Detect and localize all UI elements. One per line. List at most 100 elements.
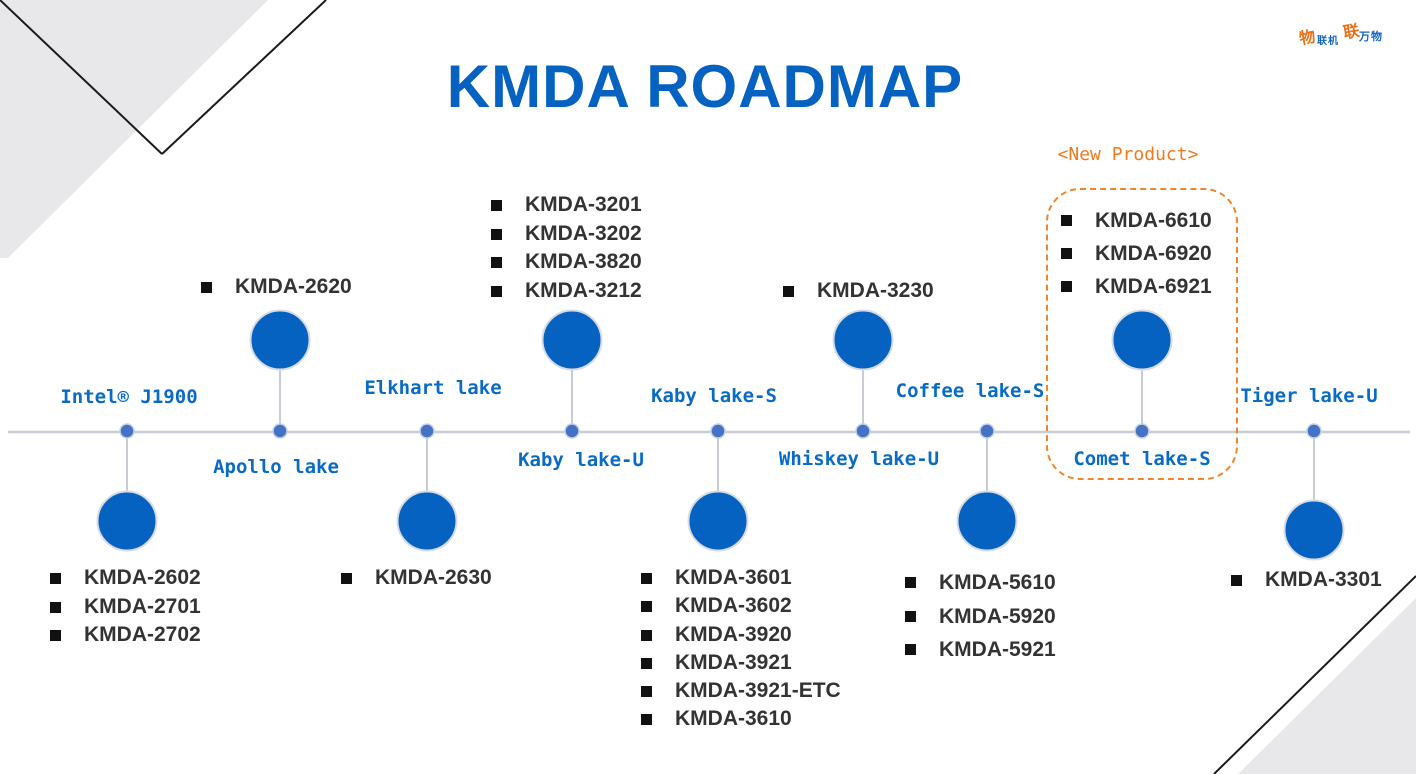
logo-char: 联 [1341,20,1361,43]
axis-dot [710,423,726,439]
platform-label-apollo-lake: Apollo lake [213,456,339,478]
corner-line-left [0,0,163,155]
product-item: KMDA-6921 [1061,270,1212,303]
product-item: KMDA-5920 [905,600,1056,634]
milestone-circle [1111,309,1173,371]
axis-dot [855,423,871,439]
product-name: KMDA-5920 [939,604,1056,628]
new-product-highlight-box [1046,188,1238,480]
product-item: KMDA-6610 [1061,204,1212,237]
product-item: KMDA-3201 [491,191,642,220]
product-list-tiger-lake-u: KMDA-3301 [1231,566,1382,595]
product-name: KMDA-3602 [675,594,792,618]
product-item: KMDA-2701 [50,593,201,622]
product-item: KMDA-5610 [905,566,1056,600]
product-item: KMDA-2602 [50,564,201,593]
product-item: KMDA-5921 [905,633,1056,667]
product-name: KMDA-3921-ETC [675,679,841,703]
product-name: KMDA-3230 [817,279,934,302]
product-item: KMDA-3202 [491,220,642,249]
platform-label-kaby-lake-s: Kaby lake-S [651,385,777,407]
axis-dot [979,423,995,439]
logo-char: 机 [1328,36,1338,47]
product-list-elkhart-lake: KMDA-2630 [341,564,492,593]
product-name: KMDA-3610 [675,707,792,731]
logo-char: 联 [1317,36,1327,47]
milestone-nodes [96,309,1345,561]
product-list-kaby-lake-s: KMDA-3601 KMDA-3602 KMDA-3920 KMDA-3921 … [641,564,841,734]
new-product-label: <New Product> [1057,144,1199,165]
corner-line-bottom [1213,575,1416,774]
platform-label-tiger-lake-u: Tiger lake-U [1240,385,1378,407]
product-name: KMDA-2701 [84,594,201,618]
product-item: KMDA-3610 [641,705,841,733]
product-name: KMDA-2702 [84,623,201,646]
platform-label-coffee-lake-s: Coffee lake-S [895,380,1045,402]
product-name: KMDA-3601 [675,566,792,589]
product-name: KMDA-6921 [1095,275,1212,298]
product-item: KMDA-3212 [491,277,642,306]
product-name: KMDA-6610 [1095,209,1212,232]
corner-line-right [161,0,327,155]
milestone-circle [541,309,603,371]
product-item: KMDA-6920 [1061,237,1212,270]
product-item: KMDA-3921 [641,649,841,677]
product-item: KMDA-3920 [641,621,841,649]
product-item: KMDA-3601 [641,564,841,592]
axis-dot [419,423,435,439]
product-name: KMDA-3201 [525,193,642,216]
brand-logo: 物 联 机 联 万 物 [1297,18,1392,50]
product-item: KMDA-3921-ETC [641,677,841,705]
product-name: KMDA-2620 [235,275,352,298]
logo-char: 物 [1371,30,1382,43]
platform-label-kaby-lake-u: Kaby lake-U [518,449,644,471]
product-list-whiskey-lake-u: KMDA-3230 [783,277,934,306]
milestone-circle [1283,499,1345,561]
product-list-j1900: KMDA-2602 KMDA-2701 KMDA-2702 [50,564,201,650]
axis-dot [564,423,580,439]
product-name: KMDA-2602 [84,566,201,589]
platform-label-j1900: Intel® J1900 [60,386,198,408]
product-item: KMDA-2620 [201,273,352,302]
axis-dot [1134,423,1150,439]
page-title: KMDA ROADMAP [446,53,964,120]
product-item: KMDA-3820 [491,248,642,277]
product-item: KMDA-3301 [1231,566,1382,595]
product-list-coffee-lake-s: KMDA-5610 KMDA-5920 KMDA-5921 [905,566,1056,667]
product-name: KMDA-3820 [525,250,642,273]
product-name: KMDA-3301 [1265,568,1382,591]
axis-dot [272,423,288,439]
logo-char: 万 [1359,30,1370,43]
milestone-circle [96,490,158,552]
axis-dot [1306,423,1322,439]
milestone-circle [396,490,458,552]
product-name: KMDA-2630 [375,566,492,589]
platform-label-elkhart-lake: Elkhart lake [364,377,502,399]
corner-shade-bottom-right [1238,598,1416,774]
milestone-circle [956,490,1018,552]
product-list-kaby-lake-u: KMDA-3201 KMDA-3202 KMDA-3820 KMDA-3212 [491,191,642,305]
product-name: KMDA-5921 [939,638,1056,661]
product-list-comet-lake-s: KMDA-6610 KMDA-6920 KMDA-6921 [1061,204,1212,303]
platform-label-whiskey-lake-u: Whiskey lake-U [778,448,940,470]
product-name: KMDA-5610 [939,571,1056,594]
product-name: KMDA-3212 [525,278,642,302]
platform-label-comet-lake-s: Comet lake-S [1073,448,1211,470]
milestone-circle [832,309,894,371]
product-name: KMDA-6920 [1095,242,1212,265]
axis-dot [119,423,135,439]
product-item: KMDA-2630 [341,564,492,593]
milestone-circle [687,490,749,552]
product-name: KMDA-3920 [675,622,792,646]
product-item: KMDA-3602 [641,592,841,620]
product-name: KMDA-3921 [675,650,792,674]
connector-lines [126,369,1315,501]
product-name: KMDA-3202 [525,221,642,245]
product-item: KMDA-2702 [50,621,201,650]
product-list-apollo-lake: KMDA-2620 [201,273,352,302]
milestone-circle [249,309,311,371]
product-item: KMDA-3230 [783,277,934,306]
